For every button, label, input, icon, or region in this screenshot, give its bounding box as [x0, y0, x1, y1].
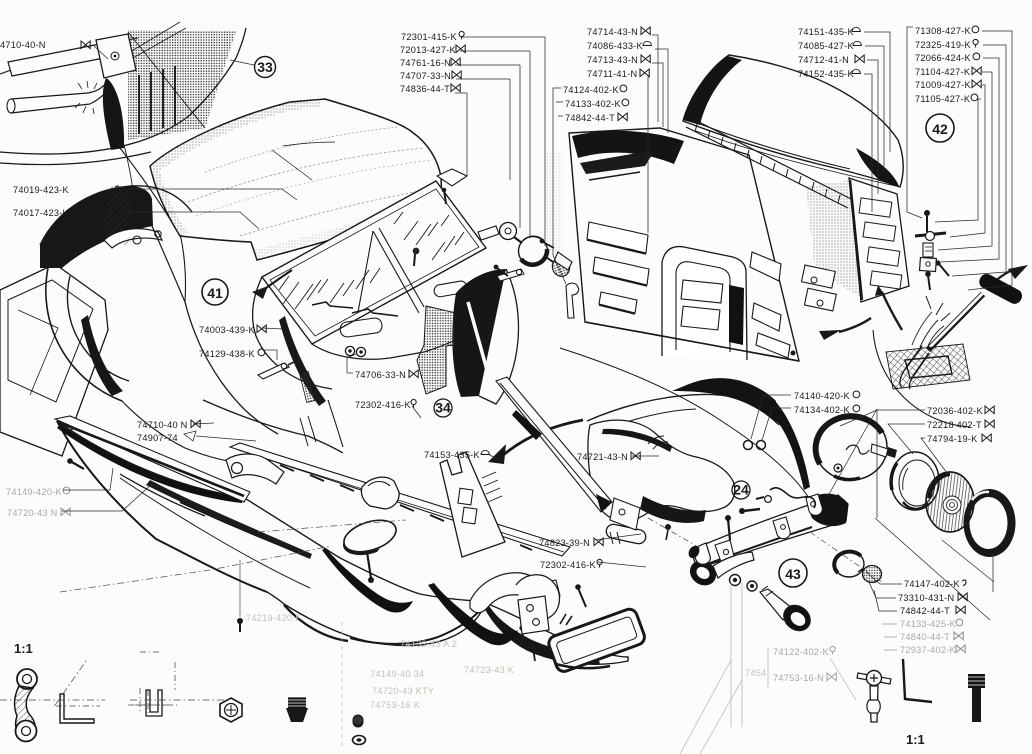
svg-text:74152-435-K: 74152-435-K: [798, 69, 854, 79]
svg-text:74086-433-K: 74086-433-K: [587, 41, 643, 51]
svg-text:74753-16-N: 74753-16-N: [773, 673, 824, 683]
svg-text:33: 33: [257, 59, 273, 75]
svg-text:74707-33-N: 74707-33-N: [400, 71, 451, 81]
svg-text:72302-416-K: 72302-416-K: [540, 560, 596, 570]
svg-text:74706-33-N: 74706-33-N: [355, 370, 406, 380]
svg-text:74720-43 KTY: 74720-43 KTY: [372, 686, 434, 696]
svg-text:74840-44-T: 74840-44-T: [900, 632, 950, 642]
svg-text:74149-40 34: 74149-40 34: [370, 669, 424, 679]
svg-text:74151-435-K: 74151-435-K: [798, 27, 854, 37]
svg-text:43: 43: [785, 566, 801, 582]
svg-text:1:1: 1:1: [14, 641, 33, 656]
svg-text:74720-43 N: 74720-43 N: [7, 508, 58, 518]
svg-text:74753-16 K: 74753-16 K: [370, 700, 421, 710]
svg-text:24: 24: [733, 482, 749, 498]
svg-text:74133-43 A 2: 74133-43 A 2: [400, 639, 457, 649]
svg-text:72036-402-K: 72036-402-K: [927, 406, 983, 416]
svg-text:74712-41-N: 74712-41-N: [798, 55, 849, 65]
svg-text:74711-41-N: 74711-41-N: [587, 69, 637, 79]
svg-text:74140-420-K: 74140-420-K: [794, 391, 850, 401]
svg-text:41: 41: [207, 285, 223, 301]
svg-text:72302-416-K: 72302-416-K: [355, 400, 411, 410]
svg-text:74723-43 K: 74723-43 K: [464, 665, 515, 675]
svg-text:34: 34: [435, 400, 451, 416]
svg-text:74085-427-K: 74085-427-K: [798, 41, 854, 51]
svg-text:74149-420-K: 74149-420-K: [6, 487, 62, 497]
svg-text:7454: 7454: [745, 668, 766, 678]
svg-text:74134-402-K: 74134-402-K: [794, 405, 850, 415]
svg-text:71105-427-K: 71105-427-K: [915, 94, 971, 104]
svg-text:74003-439-K: 74003-439-K: [199, 325, 255, 335]
svg-text:74017-423-K: 74017-423-K: [13, 208, 69, 218]
svg-text:74133-402-K: 74133-402-K: [565, 99, 621, 109]
svg-text:74019-423-K: 74019-423-K: [13, 185, 69, 195]
svg-text:71308-427-K: 71308-427-K: [915, 26, 971, 36]
svg-text:74714-43-N: 74714-43-N: [587, 27, 638, 37]
svg-text:4710-40-N: 4710-40-N: [0, 40, 46, 50]
svg-text:72325-419-K: 72325-419-K: [915, 40, 971, 50]
svg-text:74794-19-K: 74794-19-K: [927, 434, 978, 444]
svg-text:72066-424-K: 72066-424-K: [915, 53, 971, 63]
svg-text:74147-402-K: 74147-402-K: [904, 579, 960, 589]
svg-text:74124-402-K: 74124-402-K: [563, 85, 619, 95]
svg-text:74823-39-N: 74823-39-N: [539, 538, 590, 548]
svg-text:74219-420-F: 74219-420-F: [246, 613, 301, 623]
svg-text:72301-415-K: 72301-415-K: [401, 32, 457, 42]
svg-text:74721-43-N: 74721-43-N: [577, 452, 628, 462]
svg-text:71104-427-K: 71104-427-K: [915, 67, 971, 77]
svg-text:74842-44-T: 74842-44-T: [900, 606, 950, 616]
svg-text:74761-16-N: 74761-16-N: [400, 58, 451, 68]
svg-text:72013-427-K: 72013-427-K: [400, 45, 456, 55]
svg-text:74907-74: 74907-74: [137, 433, 178, 443]
svg-text:74129-438-K: 74129-438-K: [199, 349, 255, 359]
svg-text:42: 42: [932, 121, 948, 137]
svg-text:74153-435-K: 74153-435-K: [424, 450, 480, 460]
svg-text:74122-402-K: 74122-402-K: [773, 647, 829, 657]
svg-text:74133-425-K: 74133-425-K: [900, 619, 956, 629]
svg-text:74713-43-N: 74713-43-N: [587, 55, 638, 65]
svg-text:74836-44-T: 74836-44-T: [400, 84, 450, 94]
svg-text:72937-402-K: 72937-402-K: [900, 645, 956, 655]
svg-text:74710-40 N: 74710-40 N: [137, 420, 188, 430]
svg-text:72218 402-T: 72218 402-T: [927, 420, 982, 430]
svg-text:1:1: 1:1: [906, 732, 925, 747]
svg-text:71009-427-K: 71009-427-K: [915, 80, 971, 90]
svg-text:74842-44-T: 74842-44-T: [565, 113, 615, 123]
svg-text:73310-431-N: 73310-431-N: [898, 593, 954, 603]
